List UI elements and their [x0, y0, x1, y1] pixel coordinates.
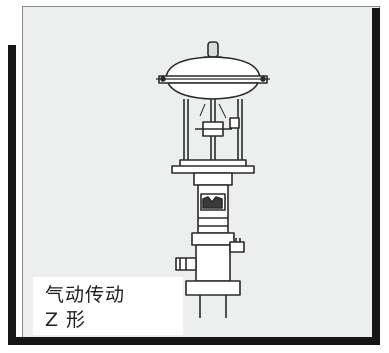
caption-line-type: Z 形: [45, 309, 87, 331]
frame-shadow-bottom: [8, 337, 372, 345]
lifting-eye: [204, 41, 222, 58]
frame-shadow-left: [8, 45, 16, 345]
caption-box: 气动传动 Z 形: [33, 277, 183, 335]
valve-stem-connector: [195, 99, 240, 160]
actuator-diaphragm-housing: [156, 56, 270, 100]
caption-line-actuation: 气动传动: [45, 284, 126, 306]
frame-shadow-right: [372, 8, 380, 345]
valve-body: [175, 232, 245, 318]
valve-bonnet: [193, 172, 233, 234]
